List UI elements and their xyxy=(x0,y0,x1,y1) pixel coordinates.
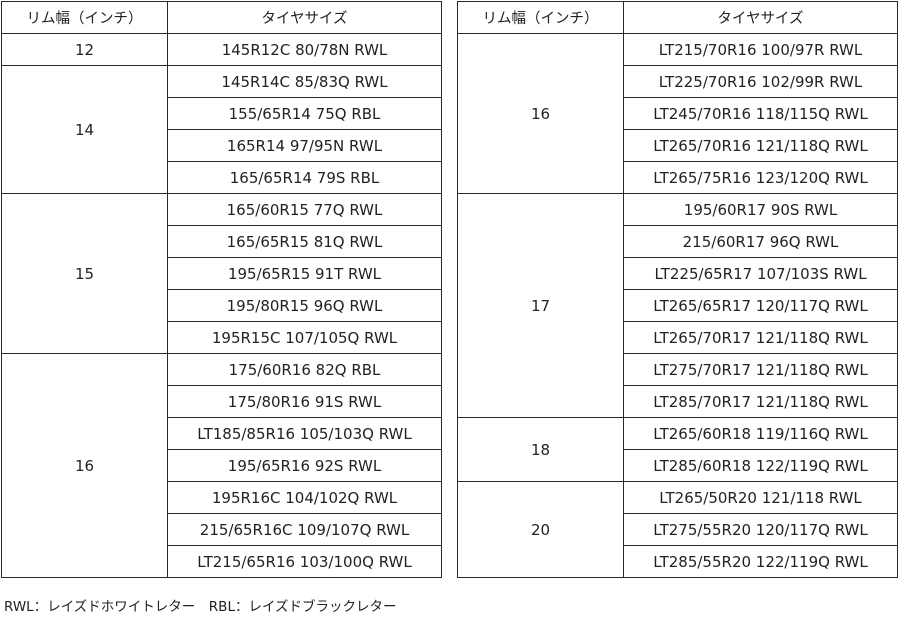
table-row: 195R16C 104/102Q RWL xyxy=(2,481,442,514)
header-tire-size: タイヤサイズ xyxy=(167,1,442,34)
tire-size-cell: LT275/55R20 120/117Q RWL xyxy=(623,513,898,546)
table-row: LT245/70R16 118/115Q RWL xyxy=(458,97,898,130)
rim-width-cell: 15 xyxy=(1,193,168,354)
table-row: LT265/75R16 123/120Q RWL xyxy=(458,161,898,194)
table-row: 195/80R15 96Q RWL xyxy=(2,289,442,322)
table-row: 195/65R15 91T RWL xyxy=(2,257,442,290)
tire-size-cell: LT265/75R16 123/120Q RWL xyxy=(623,161,898,194)
rim-width-cell: 16 xyxy=(1,353,168,578)
tire-size-cell: LT225/65R17 107/103S RWL xyxy=(623,257,898,290)
tire-size-cell: LT215/65R16 103/100Q RWL xyxy=(167,545,442,578)
tire-size-cell: 175/60R16 82Q RBL xyxy=(167,353,442,386)
tire-size-cell: 165R14 97/95N RWL xyxy=(167,129,442,162)
tire-size-cell: 195/65R15 91T RWL xyxy=(167,257,442,290)
tire-size-cell: 195/60R17 90S RWL xyxy=(623,193,898,226)
table-row: LT275/55R20 120/117Q RWL xyxy=(458,513,898,546)
tire-size-cell: 165/65R15 81Q RWL xyxy=(167,225,442,258)
table-row: LT265/65R17 120/117Q RWL xyxy=(458,289,898,322)
header-row: リム幅（インチ） タイヤサイズ xyxy=(1,1,442,34)
tire-size-cell: LT265/70R17 121/118Q RWL xyxy=(623,321,898,354)
table-row: LT225/70R16 102/99R RWL xyxy=(458,65,898,98)
tire-size-cell: 215/60R17 96Q RWL xyxy=(623,225,898,258)
tire-size-cell: LT265/50R20 121/118 RWL xyxy=(623,481,898,514)
header-tire-size: タイヤサイズ xyxy=(623,1,898,34)
tire-size-cell: LT285/55R20 122/119Q RWL xyxy=(623,545,898,578)
tire-size-cell: LT225/70R16 102/99R RWL xyxy=(623,65,898,98)
tire-size-cell: LT265/70R16 121/118Q RWL xyxy=(623,129,898,162)
tire-size-cell: 195/65R16 92S RWL xyxy=(167,449,442,482)
tire-size-cell: 195/80R15 96Q RWL xyxy=(167,289,442,322)
rim-width-cell: 16 xyxy=(457,33,624,194)
table-row: LT265/70R16 121/118Q RWL xyxy=(458,129,898,162)
table-row: 165/65R15 81Q RWL xyxy=(2,225,442,258)
rim-width-cell: 17 xyxy=(457,193,624,418)
tire-size-cell: 145R14C 85/83Q RWL xyxy=(167,65,442,98)
table-row: 215/65R16C 109/107Q RWL xyxy=(2,513,442,546)
table-row: LT285/60R18 122/119Q RWL xyxy=(458,449,898,482)
table-row: LT285/55R20 122/119Q RWL xyxy=(458,545,898,578)
header-row: リム幅（インチ） タイヤサイズ xyxy=(457,1,898,34)
tire-size-cell: LT185/85R16 105/103Q RWL xyxy=(167,417,442,450)
header-rim-width: リム幅（インチ） xyxy=(457,1,624,34)
tire-size-cell: 165/60R15 77Q RWL xyxy=(167,193,442,226)
tire-size-cell: LT265/60R18 119/116Q RWL xyxy=(623,417,898,450)
tire-size-cell: 155/65R14 75Q RBL xyxy=(167,97,442,130)
rim-width-cell: 14 xyxy=(1,65,168,194)
table-row: 195R15C 107/105Q RWL xyxy=(2,321,442,354)
tire-size-cell: 195R16C 104/102Q RWL xyxy=(167,481,442,514)
tire-size-cell: LT275/70R17 121/118Q RWL xyxy=(623,353,898,386)
tire-size-cell: 165/65R14 79S RBL xyxy=(167,161,442,194)
rim-width-cell: 20 xyxy=(457,481,624,578)
table-row: LT185/85R16 105/103Q RWL xyxy=(2,417,442,450)
table-row: LT265/70R17 121/118Q RWL xyxy=(458,321,898,354)
table-row: 195/65R16 92S RWL xyxy=(2,449,442,482)
tire-size-cell: LT245/70R16 118/115Q RWL xyxy=(623,97,898,130)
tire-size-cell: LT285/70R17 121/118Q RWL xyxy=(623,385,898,418)
table-row: LT215/65R16 103/100Q RWL xyxy=(2,545,442,578)
header-rim-width: リム幅（インチ） xyxy=(1,1,168,34)
table-row: 165R14 97/95N RWL xyxy=(2,129,442,162)
tire-size-cell: 145R12C 80/78N RWL xyxy=(167,33,442,66)
tire-size-cell: LT265/65R17 120/117Q RWL xyxy=(623,289,898,322)
table-row: 155/65R14 75Q RBL xyxy=(2,97,442,130)
table-row: 175/80R16 91S RWL xyxy=(2,385,442,418)
legend-note: RWL：レイズドホワイトレター RBL：レイズドブラックレター xyxy=(4,599,397,615)
tire-size-cell: 215/65R16C 109/107Q RWL xyxy=(167,513,442,546)
tire-size-cell: LT285/60R18 122/119Q RWL xyxy=(623,449,898,482)
rim-width-cell: 12 xyxy=(1,33,168,66)
rim-width-cell: 18 xyxy=(457,417,624,482)
tire-size-cell: 175/80R16 91S RWL xyxy=(167,385,442,418)
tire-size-cell: LT215/70R16 100/97R RWL xyxy=(623,33,898,66)
tire-size-cell: 195R15C 107/105Q RWL xyxy=(167,321,442,354)
